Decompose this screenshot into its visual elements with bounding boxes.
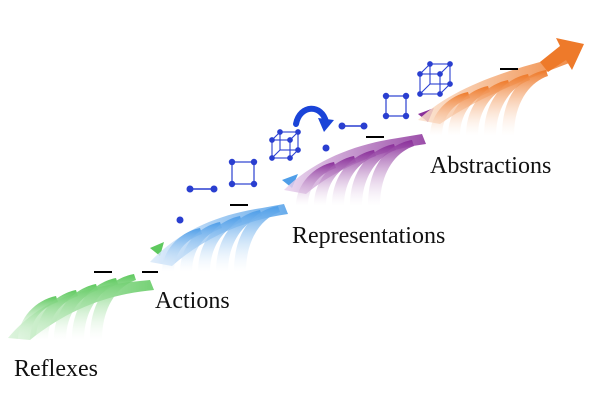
top-arrow-icon	[540, 38, 584, 72]
label-abstractions: Abstractions	[430, 153, 552, 179]
cube-lattice-icon	[269, 61, 453, 161]
label-representations: Representations	[292, 223, 446, 249]
reflexes-stage	[8, 242, 164, 340]
abstractions-stage	[418, 38, 584, 136]
label-reflexes: Reflexes	[14, 356, 98, 382]
molecule-node-icon	[176, 122, 368, 224]
representations-stage	[284, 108, 434, 206]
label-actions: Actions	[155, 288, 230, 314]
curl-arrow-icon	[293, 105, 334, 132]
square-lattice-icon	[228, 92, 410, 188]
actions-stage	[150, 174, 298, 272]
